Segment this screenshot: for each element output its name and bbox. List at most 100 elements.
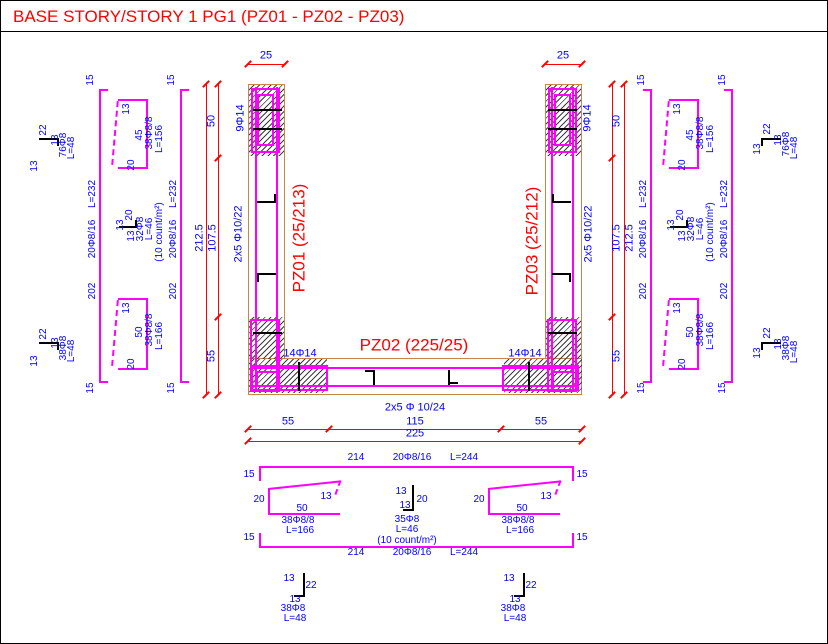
edge-hook-len: 15 (717, 382, 728, 394)
hook-bar-glyph (39, 342, 59, 344)
edge-bar-line (99, 89, 101, 383)
edge-bar-dim: 202 (719, 282, 730, 300)
dim-col-width-right: 25 (556, 49, 570, 62)
label-corner-bars-left: 14Φ14 (283, 347, 317, 360)
stirrup-lap (111, 300, 119, 366)
hatch-zone (504, 359, 582, 393)
tie-glyph (135, 220, 137, 228)
hook-dim: 13 (289, 594, 301, 605)
edge-bar-line (650, 89, 652, 383)
rebar-line (551, 87, 553, 389)
edge-hook-len: 15 (85, 382, 96, 394)
hook-length: L=48 (66, 136, 77, 160)
stirrup-shape (118, 167, 148, 169)
tie-dim: 20 (675, 209, 686, 221)
edge-bar-line (180, 89, 182, 383)
tie-dim: 20 (416, 494, 428, 505)
edge-bar-mark: 20Φ8/16 (719, 219, 730, 259)
dim-line (624, 84, 625, 395)
rebar-line (572, 87, 574, 389)
hook-bar-glyph (39, 138, 59, 140)
stirrup-hook: 13 (320, 491, 332, 502)
tie-dim: 20 (124, 209, 135, 221)
edge-bar-hook (99, 89, 108, 91)
edge-bar-dim: 214 (347, 452, 365, 463)
stirrup-shape (118, 368, 148, 370)
hook-dim: 22 (525, 580, 537, 591)
stirrup-height: 20 (677, 358, 688, 370)
dim-tick (281, 60, 289, 68)
edge-hook-len: 15 (636, 382, 647, 394)
hook-dim: 13 (752, 143, 763, 155)
stirrup-length: L=166 (705, 321, 716, 351)
hook-glyph (552, 273, 571, 275)
stirrup-length: L=166 (505, 525, 535, 536)
edge-bar-length: L=244 (449, 547, 479, 558)
hatch-zone (249, 359, 327, 393)
stirrup-height: 20 (473, 494, 485, 505)
hook-glyph (257, 201, 276, 203)
dim-line (545, 64, 582, 65)
label-pz02: PZ02 (225/25) (359, 335, 469, 355)
edge-bar-hook (643, 381, 652, 383)
edge-hook-len: 15 (85, 74, 96, 86)
dim-line (248, 441, 582, 442)
hook-glyph (257, 273, 259, 282)
stirrup-shape (487, 480, 560, 490)
dim-bottom-right: 55 (534, 415, 548, 428)
hook-dim: 22 (38, 328, 49, 340)
dim-tick (202, 391, 210, 399)
tie-length: L=46 (395, 524, 419, 535)
dim-right-top: 50 (610, 114, 623, 128)
drawing-title: BASE STORY/STORY 1 PG1 (PZ01 - PZ02 - PZ… (13, 7, 405, 26)
hook-bar-glyph (514, 595, 524, 597)
hook-glyph (448, 370, 450, 385)
tie-dim: 13 (395, 486, 407, 497)
tie-glyph (528, 362, 530, 391)
hook-bar-glyph (761, 342, 781, 344)
edge-hook-len: 15 (636, 74, 647, 86)
edge-bar-length: L=232 (168, 179, 179, 209)
stirrup-shape (268, 513, 340, 515)
edge-bar-hook (643, 89, 652, 91)
edge-bar-line (259, 466, 574, 468)
edge-bar-mark: 20Φ8/16 (392, 452, 432, 463)
edge-hook-len: 15 (576, 469, 588, 480)
hook-dim: 13 (29, 355, 40, 367)
stirrup-rect (257, 94, 274, 146)
hook-glyph (257, 273, 276, 275)
label-bottom-web-bars: 2x5 Φ 10/24 (384, 401, 446, 414)
edge-hook-len: 15 (243, 532, 255, 543)
edge-bar-length: L=232 (719, 179, 730, 209)
tie-glyph (412, 485, 414, 511)
stirrup-rect (256, 371, 278, 387)
dim-line (218, 84, 219, 395)
hook-dim: 22 (762, 123, 773, 135)
stirrup-rect (251, 88, 280, 153)
edge-bar-mark: 20Φ8/16 (87, 219, 98, 259)
stirrup-rect (554, 94, 571, 146)
hook-length: L=48 (283, 613, 307, 624)
stirrup-length: L=166 (285, 525, 315, 536)
stirrup-hook: 13 (672, 103, 683, 115)
stirrup-lap (662, 300, 670, 366)
stirrup-hook: 13 (540, 491, 552, 502)
edge-bar-hook (99, 381, 108, 383)
hook-glyph (448, 382, 458, 384)
tie-glyph (253, 332, 282, 334)
hook-dim: 13 (503, 573, 515, 584)
stirrup-lap (111, 101, 119, 165)
edge-hook-len: 15 (243, 469, 255, 480)
stirrup-shape (697, 99, 699, 169)
edge-bar-mark: 20Φ8/16 (638, 219, 649, 259)
stirrup-shape (268, 488, 270, 515)
dim-right-mid: 107.5 (610, 224, 623, 252)
stirrup-hook: 13 (672, 302, 683, 314)
stirrup-lap (662, 101, 670, 165)
edge-bar-hook (724, 381, 733, 383)
hook-glyph (552, 194, 554, 203)
tie-note: (10 count/m²) (377, 535, 437, 546)
rebar-line (251, 385, 579, 387)
dim-line (248, 64, 285, 65)
